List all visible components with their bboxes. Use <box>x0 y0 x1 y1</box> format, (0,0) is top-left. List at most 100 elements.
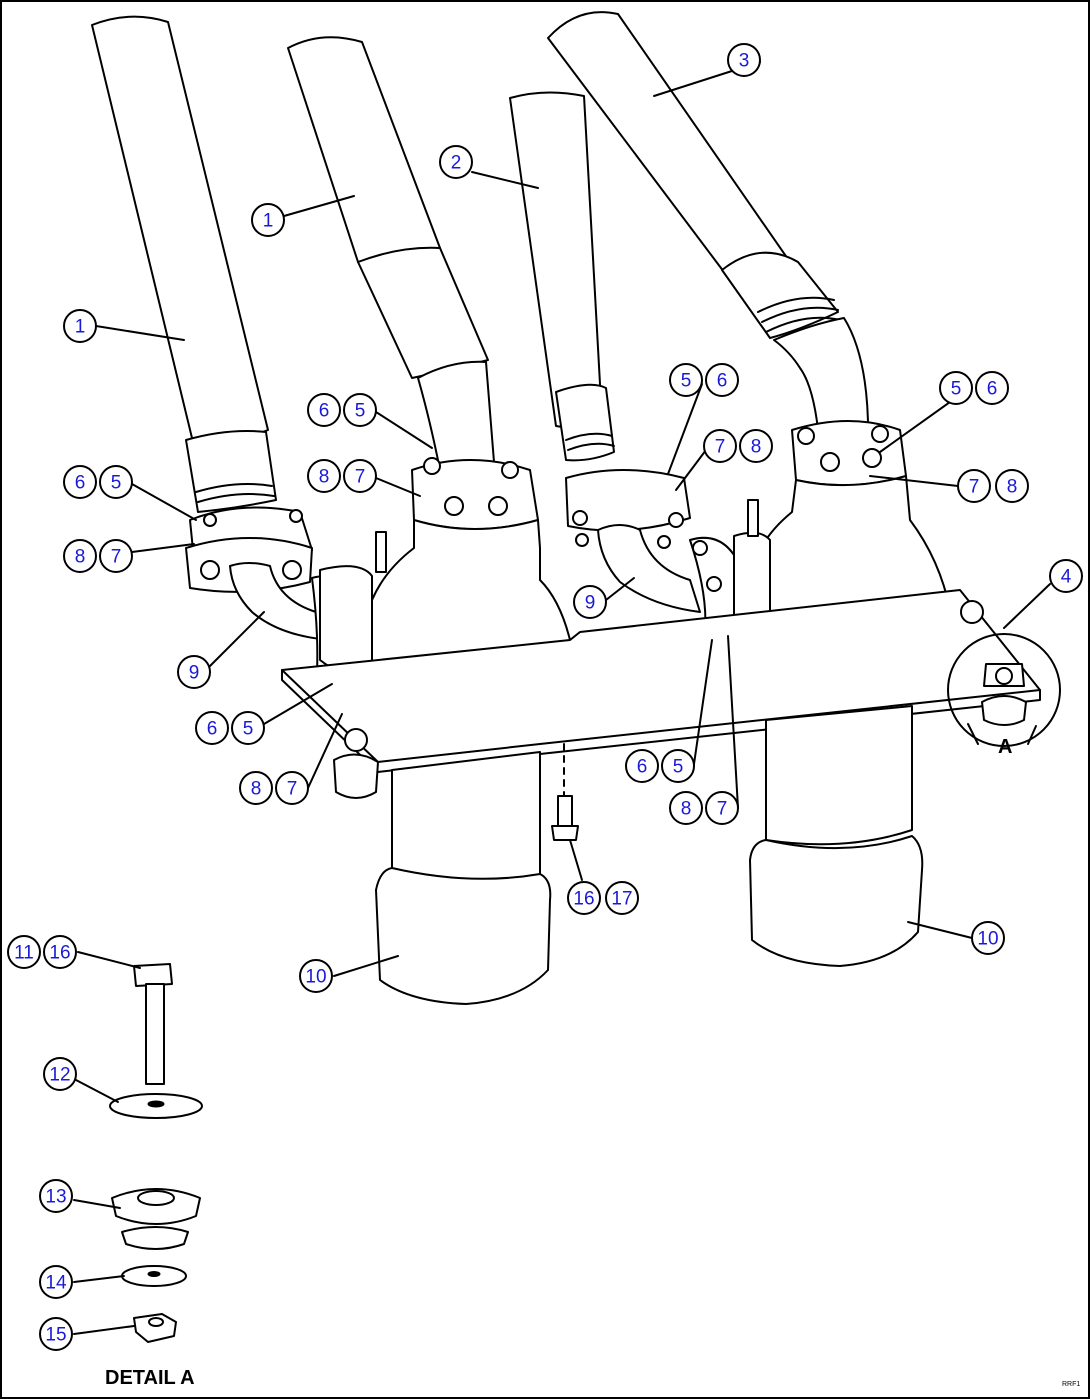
callout-number: 8 <box>751 437 762 458</box>
callout-number: 8 <box>1007 477 1018 498</box>
callout-number: 6 <box>207 719 218 740</box>
callout-6: 6 <box>307 393 341 427</box>
callout-7: 7 <box>343 459 377 493</box>
callout-6: 6 <box>63 465 97 499</box>
callout-circle <box>39 1317 73 1351</box>
callout-7: 7 <box>99 539 133 573</box>
leader-lines <box>73 61 1051 1335</box>
hose-left <box>91 15 277 513</box>
callout-circle <box>705 791 739 825</box>
callout-number: 5 <box>951 379 962 400</box>
callout-number: 5 <box>243 719 254 740</box>
callout-number: 6 <box>637 757 648 778</box>
callout-number: 1 <box>263 211 274 232</box>
callout-4: 4 <box>1049 559 1083 593</box>
callout-circle <box>957 469 991 503</box>
callout-7: 7 <box>275 771 309 805</box>
callout-7: 7 <box>957 469 991 503</box>
callout-circle <box>703 429 737 463</box>
callout-5: 5 <box>939 371 973 405</box>
flange-middle-right <box>565 469 691 549</box>
detail-nut <box>133 1313 177 1343</box>
callout-number: 10 <box>977 929 998 950</box>
detail-a-circle <box>947 633 1061 747</box>
callout-10: 10 <box>971 921 1005 955</box>
callout-8: 8 <box>995 469 1029 503</box>
callout-number: 17 <box>611 889 632 910</box>
hose-middle-right <box>509 91 615 462</box>
callout-3: 3 <box>727 43 761 77</box>
callout-15: 15 <box>39 1317 73 1351</box>
callout-circle <box>605 881 639 915</box>
callout-8: 8 <box>307 459 341 493</box>
callout-number: 5 <box>111 473 122 494</box>
callout-circle <box>661 749 695 783</box>
callout-16: 16 <box>43 935 77 969</box>
callout-8: 8 <box>739 429 773 463</box>
callout-circle <box>7 935 41 969</box>
callout-circle <box>299 959 333 993</box>
callout-number: 12 <box>49 1065 70 1086</box>
callout-circle <box>195 711 229 745</box>
callout-number: 10 <box>305 967 326 988</box>
callout-circle <box>39 1179 73 1213</box>
callout-5: 5 <box>231 711 265 745</box>
callout-circle <box>63 539 97 573</box>
callout-circle <box>251 203 285 237</box>
hose-middle-left <box>287 36 495 472</box>
drawing-code-label: RRF1 <box>1062 1381 1080 1388</box>
callout-8: 8 <box>669 791 703 825</box>
flange-middle-left <box>411 457 539 530</box>
callout-8: 8 <box>239 771 273 805</box>
callout-2: 2 <box>439 145 473 179</box>
callout-number: 8 <box>681 799 692 820</box>
callout-number: 7 <box>969 477 980 498</box>
callout-number: 4 <box>1061 567 1072 588</box>
callout-number: 9 <box>189 663 200 684</box>
callout-circle <box>177 655 211 689</box>
callout-circle <box>573 585 607 619</box>
callout-number: 6 <box>987 379 998 400</box>
callout-5: 5 <box>669 363 703 397</box>
callout-8: 8 <box>63 539 97 573</box>
detail-mount <box>111 1188 201 1250</box>
callout-13: 13 <box>39 1179 73 1213</box>
detail-flat-washer <box>121 1265 187 1287</box>
callout-circle <box>995 469 1029 503</box>
callout-circle <box>971 921 1005 955</box>
callout-6: 6 <box>705 363 739 397</box>
callout-12: 12 <box>43 1057 77 1091</box>
callout-number: 6 <box>319 401 330 422</box>
callout-number: 5 <box>355 401 366 422</box>
callout-number: 14 <box>45 1273 67 1294</box>
filter-bowl-right <box>749 705 924 967</box>
view-marker-label: A <box>998 736 1012 758</box>
callout-circle <box>669 791 703 825</box>
callout-circle <box>727 43 761 77</box>
callout-9: 9 <box>177 655 211 689</box>
callout-number: 8 <box>319 467 330 488</box>
callout-circle <box>43 1057 77 1091</box>
callout-number: 5 <box>673 757 684 778</box>
callout-number: 6 <box>75 473 86 494</box>
callout-circle <box>343 393 377 427</box>
callout-circle <box>307 459 341 493</box>
callout-number: 15 <box>45 1325 66 1346</box>
callout-number: 13 <box>45 1187 66 1208</box>
callout-6: 6 <box>625 749 659 783</box>
callout-1: 1 <box>63 309 97 343</box>
callout-number: 9 <box>585 593 596 614</box>
callout-circle <box>99 539 133 573</box>
callout-circle <box>739 429 773 463</box>
callout-circle <box>939 371 973 405</box>
callout-number: 7 <box>715 437 726 458</box>
callout-number: 7 <box>111 547 122 568</box>
detail-a-label: DETAIL A <box>105 1367 195 1389</box>
callout-number: 8 <box>75 547 86 568</box>
callout-circle <box>307 393 341 427</box>
callout-circle <box>439 145 473 179</box>
callout-circle <box>275 771 309 805</box>
callout-5: 5 <box>99 465 133 499</box>
